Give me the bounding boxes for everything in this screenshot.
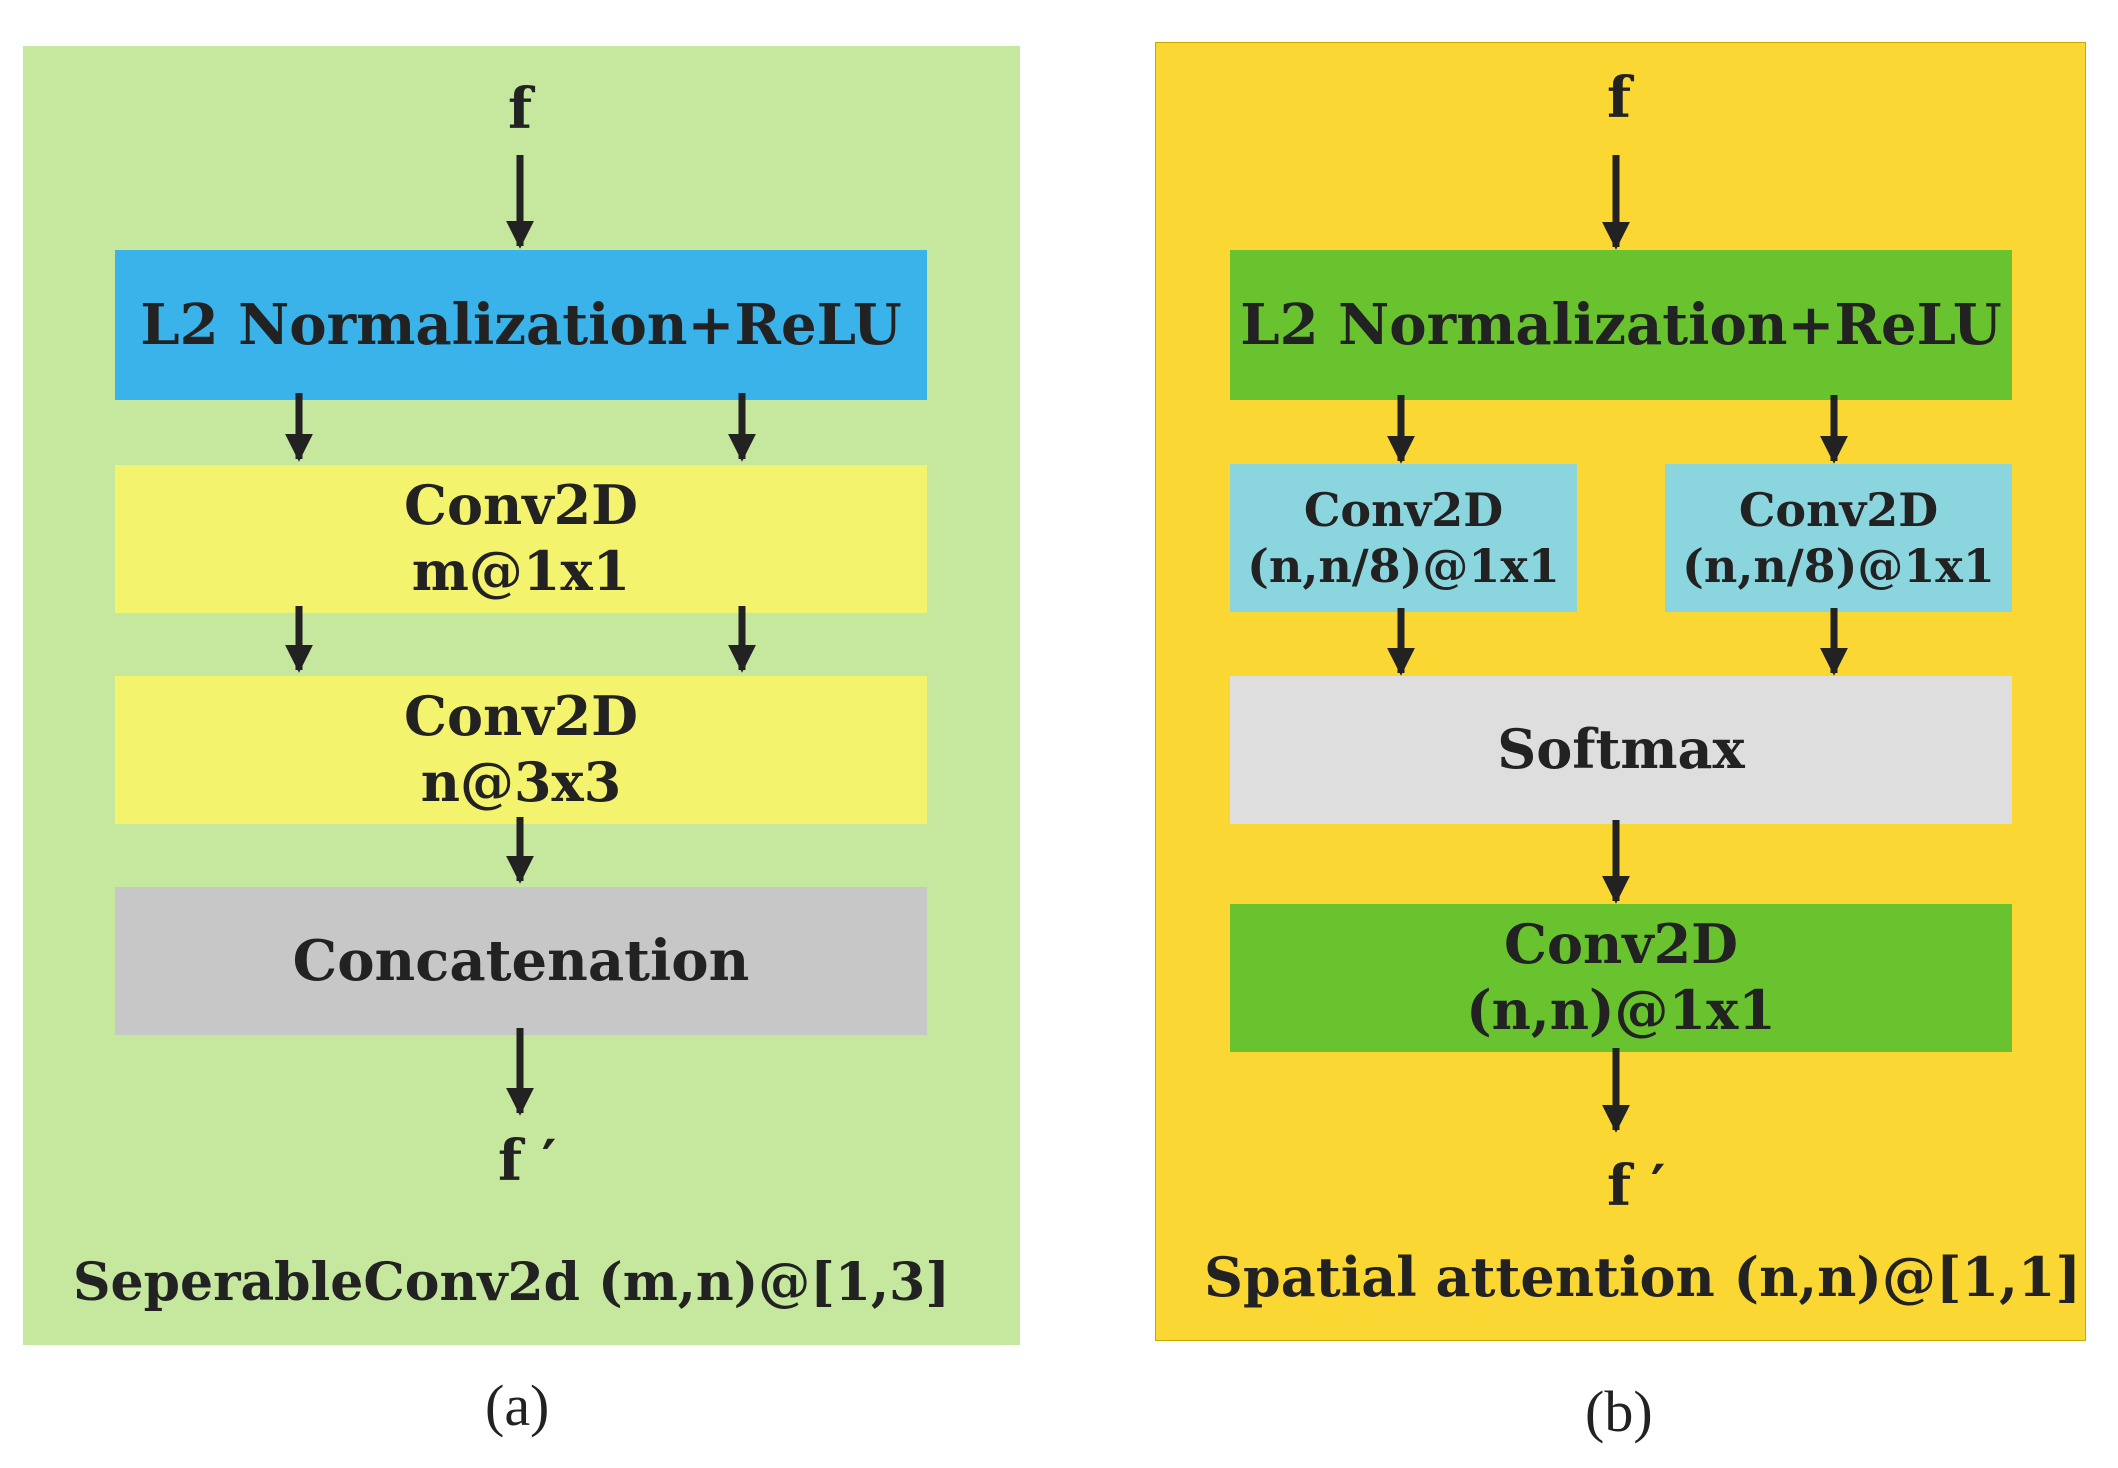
panel-a-title: SeperableConv2d (m,n)@[1,3]: [73, 1252, 950, 1313]
panel-a-output-label: f ′: [498, 1128, 557, 1194]
panel-b-norm-block: L2 Normalization+ReLU: [1230, 250, 2012, 400]
panel-b-output-label: f ′: [1607, 1153, 1666, 1219]
panel-b-conv-right-line1: Conv2D: [1738, 482, 1939, 537]
panel-b-conv-right-line2: (n,n/8)@1x1: [1682, 539, 1995, 593]
panel-b-conv-out-line1: Conv2D: [1503, 912, 1739, 977]
caption-b: (b): [1585, 1379, 1653, 1444]
panel-b-input-label: f: [1607, 65, 1632, 131]
panel-b-conv-right-block: Conv2D (n,n/8)@1x1: [1665, 464, 2012, 612]
panel-b-norm-label: L2 Normalization+ReLU: [1240, 291, 2002, 358]
panel-b-title: Spatial attention (n,n)@[1,1]: [1204, 1245, 2081, 1309]
panel-b-conv-left-line1: Conv2D: [1303, 482, 1504, 537]
panel-a-conv1-line1: Conv2D: [403, 473, 639, 538]
panel-a-conv1-block: Conv2D m@1x1: [115, 465, 927, 613]
panel-a-separable-conv: f L2 Normalization+ReLU Conv2D m@1x1 Con…: [23, 46, 1020, 1345]
panel-a-conv2-line1: Conv2D: [403, 684, 639, 749]
panel-a-conv2-block: Conv2D n@3x3: [115, 676, 927, 824]
panel-a-input-label: f: [508, 76, 533, 142]
panel-b-softmax-block: Softmax: [1230, 676, 2012, 824]
panel-a-concat-block: Concatenation: [115, 887, 927, 1035]
panel-b-conv-out-block: Conv2D (n,n)@1x1: [1230, 904, 2012, 1052]
panel-b-conv-left-line2: (n,n/8)@1x1: [1247, 539, 1560, 593]
panel-a-conv2-line2: n@3x3: [420, 750, 622, 814]
panel-a-norm-block: L2 Normalization+ReLU: [115, 250, 927, 400]
panel-a-conv1-line2: m@1x1: [411, 539, 631, 603]
panel-b-conv-left-block: Conv2D (n,n/8)@1x1: [1230, 464, 1577, 612]
panel-b-softmax-label: Softmax: [1497, 717, 1745, 782]
panel-b-conv-out-line2: (n,n)@1x1: [1466, 978, 1776, 1042]
panel-a-concat-label: Concatenation: [292, 927, 750, 994]
caption-a: (a): [485, 1373, 550, 1438]
panel-a-norm-label: L2 Normalization+ReLU: [140, 291, 902, 358]
